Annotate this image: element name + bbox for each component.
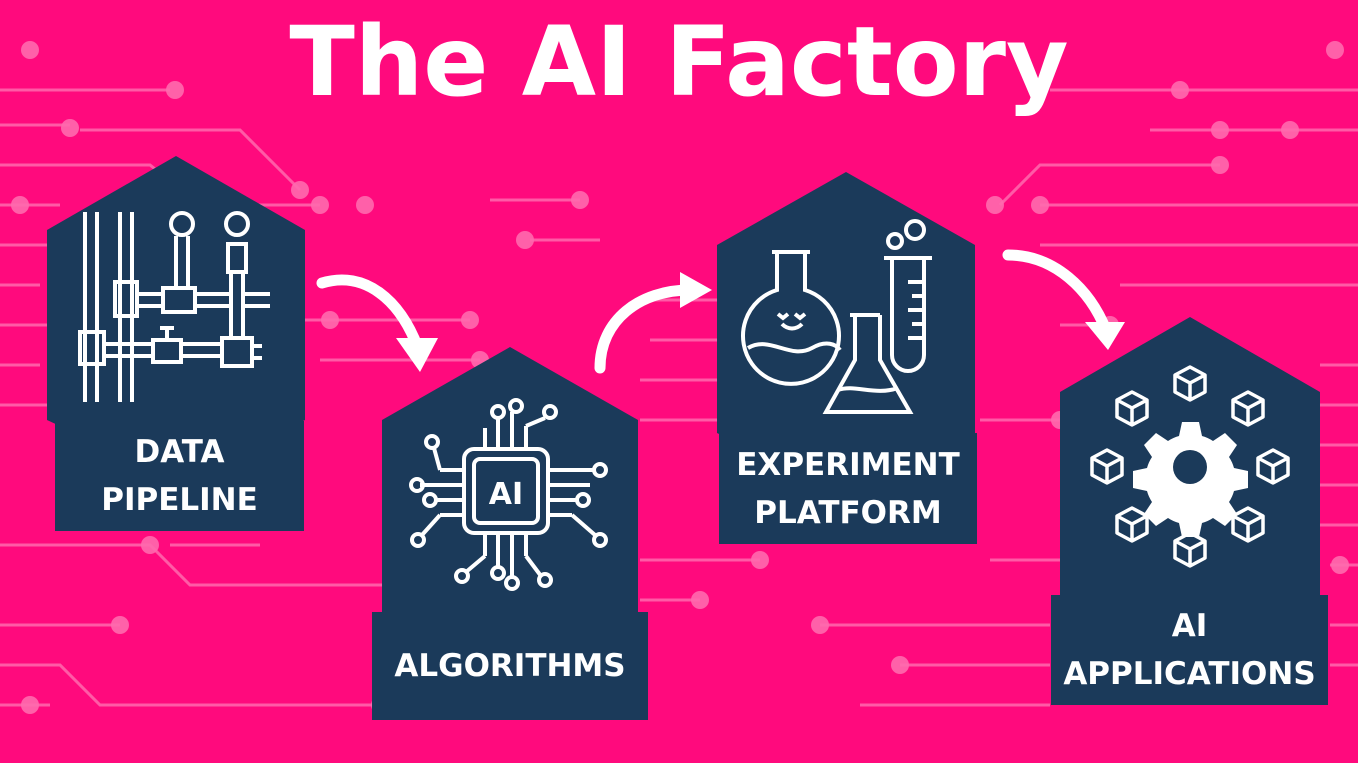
arrow-right-down-icon	[1002, 249, 1112, 336]
stage-label-line: APPLICATIONS	[1063, 656, 1316, 692]
arrow-right-up-icon	[594, 284, 696, 374]
gear-cubes-icon	[1133, 422, 1248, 537]
stage-label-data-pipeline: DATA PIPELINE	[55, 421, 304, 531]
stage-label-line: EXPERIMENT	[736, 446, 960, 483]
stage-label-ai-applications: AI APPLICATIONS	[1051, 595, 1328, 705]
ai-chip-icon	[409, 398, 608, 591]
stage-label-experiment-platform: EXPERIMENT PLATFORM	[719, 433, 977, 544]
cube-icons	[1090, 365, 1290, 568]
pipes-icon	[78, 211, 270, 402]
stage-label-line: DATA	[134, 434, 225, 470]
stage-label-line: PIPELINE	[101, 482, 258, 518]
arrow-right-down-icon	[316, 274, 424, 354]
stage-label-line: ALGORITHMS	[394, 648, 626, 684]
page-title: The AI Factory	[289, 6, 1069, 118]
stage-label-line: PLATFORM	[754, 494, 942, 531]
stage-label-algorithms: ALGORITHMS	[372, 612, 648, 720]
stage-label-line: AI	[1171, 608, 1208, 644]
hexagon-data-pipeline	[47, 156, 305, 480]
lab-flask-icon	[741, 219, 932, 414]
chip-label: AI	[489, 477, 523, 512]
hexagon-algorithms	[382, 347, 638, 672]
